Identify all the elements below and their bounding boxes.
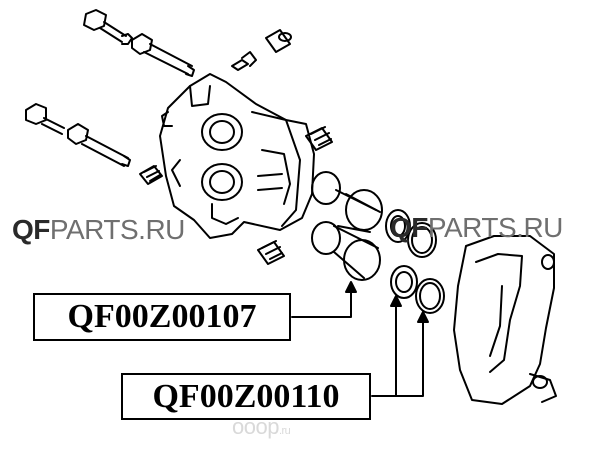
watermark-left: QFPARTS.RU bbox=[12, 216, 185, 244]
leader-line-107 bbox=[291, 281, 357, 318]
dust-boot-bottom bbox=[257, 240, 285, 265]
watermark-brand: QF bbox=[390, 212, 428, 243]
lower-guide-pin bbox=[67, 123, 131, 167]
piston-upper bbox=[311, 171, 383, 233]
piston-lower bbox=[311, 221, 381, 281]
upper-guide-pin bbox=[131, 33, 195, 77]
upper-guide-bolt bbox=[83, 9, 133, 45]
leader-line-110 bbox=[371, 295, 429, 397]
watermark-domain: PARTS.RU bbox=[49, 214, 186, 245]
bleeder-screw bbox=[231, 51, 257, 71]
seal-ring-lower bbox=[390, 265, 445, 314]
part-number-label: QF00Z00107 bbox=[33, 293, 291, 341]
dust-boot-left bbox=[139, 165, 163, 185]
bleeder-cap bbox=[265, 29, 292, 53]
watermark-right: QFPARTS.RU bbox=[390, 214, 563, 242]
part-number-label: QF00Z00110 bbox=[121, 373, 371, 420]
seal-ring-upper bbox=[385, 209, 437, 258]
caliper-bracket bbox=[453, 235, 557, 405]
watermark-brand: QF bbox=[12, 214, 50, 245]
watermark-bottom-suffix: .ru bbox=[278, 425, 291, 437]
watermark-domain: PARTS.RU bbox=[427, 212, 564, 243]
lower-guide-bolt bbox=[25, 103, 65, 135]
caliper-body bbox=[159, 73, 315, 239]
